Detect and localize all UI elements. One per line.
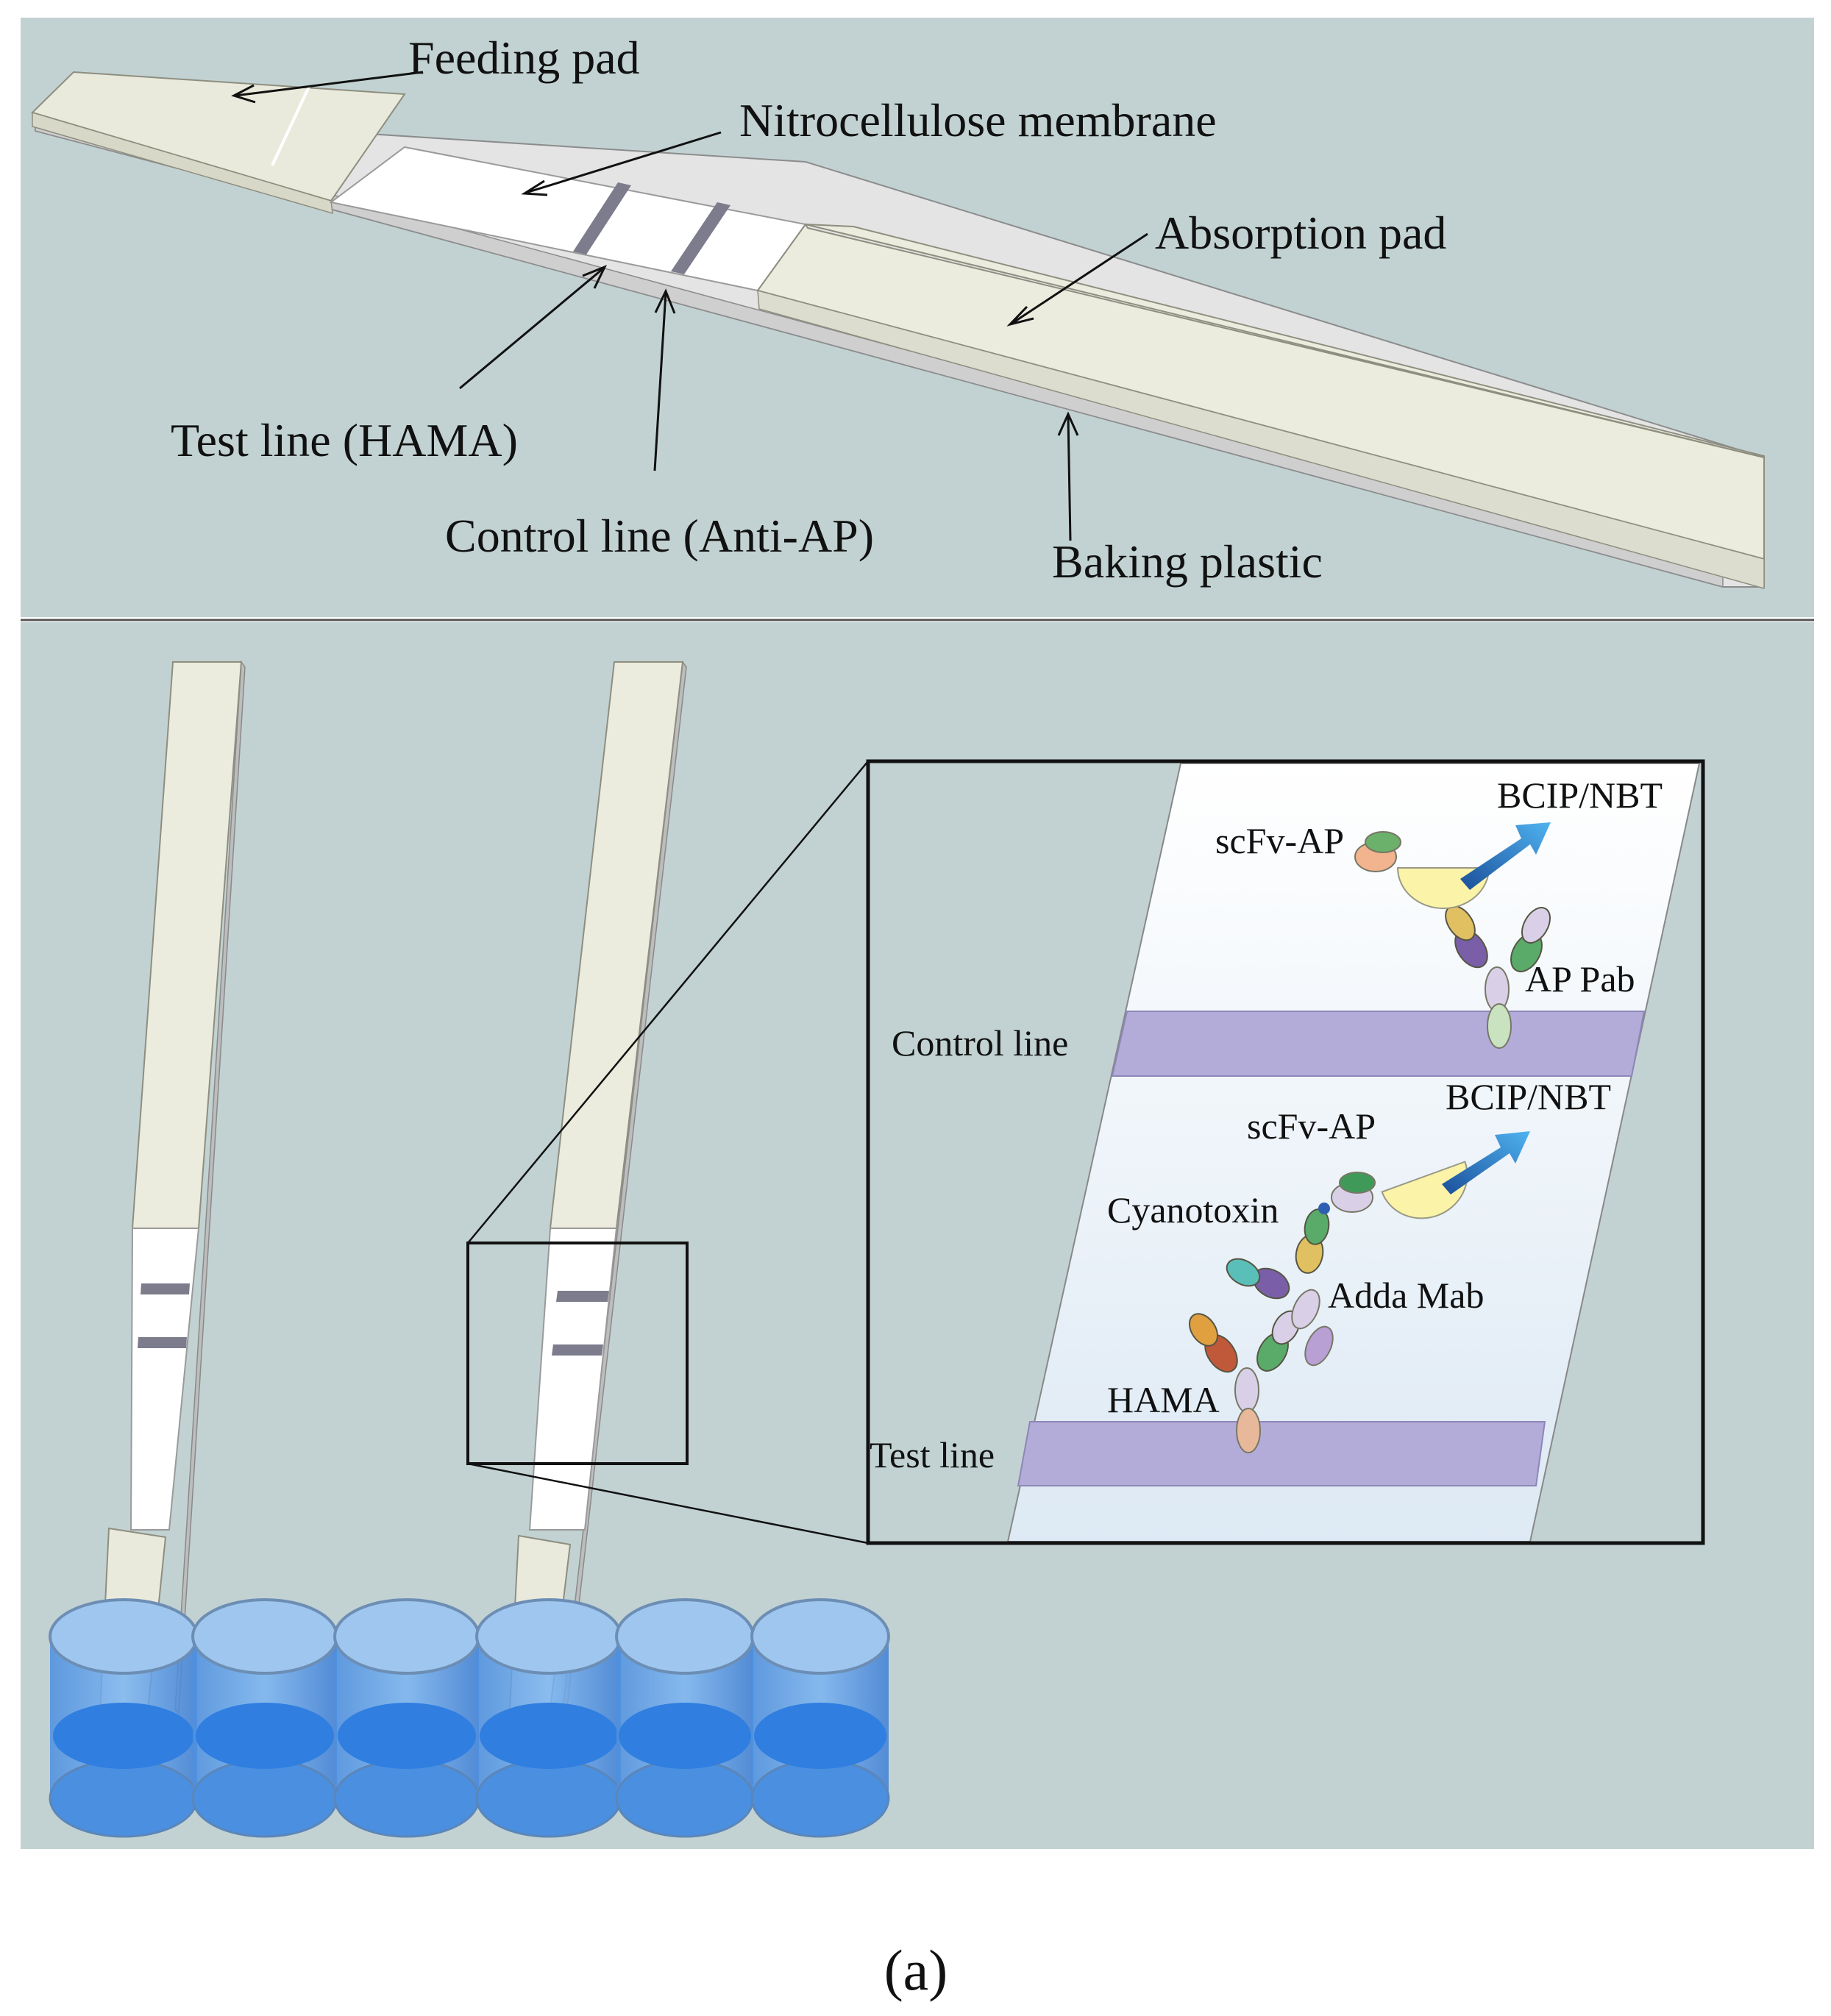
cup-3 <box>333 1598 480 1838</box>
bottom-panel: BCIP/NBT scFv-AP AP Pab Control line BCI… <box>21 622 1814 1849</box>
label-scfv-ap-bottom: scFv-AP <box>1247 1105 1376 1147</box>
label-test-line-inset: Test line <box>870 1434 995 1475</box>
absorption-pad-top <box>805 224 1765 459</box>
cup-4 <box>475 1598 622 1838</box>
left-strip-membrane <box>129 1228 200 1531</box>
right-strip-test-line <box>556 1291 609 1302</box>
label-bcip-nbt-bottom: BCIP/NBT <box>1446 1076 1611 1117</box>
cyanotoxin-molecule <box>1318 1203 1330 1214</box>
label-nitrocellulose-membrane: Nitrocellulose membrane <box>739 94 1217 146</box>
cup-6 <box>750 1598 890 1838</box>
absorption-pad <box>756 223 1765 560</box>
zoom-box <box>466 1242 689 1465</box>
label-baking-plastic: Baking plastic <box>1052 535 1323 588</box>
cup-2 <box>191 1598 338 1838</box>
scfv-ap-conjugate-top <box>1354 831 1490 909</box>
ap-pab-antibody <box>1445 905 1551 1049</box>
label-scfv-ap-top: scFv-AP <box>1215 820 1344 861</box>
inset-frame <box>866 759 1705 1545</box>
bcip-arrow-top <box>1460 822 1551 890</box>
feeding-pad-front <box>32 111 333 215</box>
label-hama: HAMA <box>1107 1379 1220 1420</box>
inset-test-band <box>1017 1421 1546 1486</box>
adda-mab-antibody <box>1226 1208 1334 1367</box>
label-test-line-hama: Test line (HAMA) <box>171 414 518 466</box>
right-strip-membrane <box>528 1228 618 1531</box>
sample-cups <box>49 1598 890 1838</box>
right-strip-control-line <box>552 1344 603 1356</box>
inset-detail: BCIP/NBT scFv-AP AP Pab Control line BCI… <box>866 759 1705 1545</box>
upper-complex <box>1354 822 1551 1049</box>
label-feeding-pad: Feeding pad <box>408 32 640 84</box>
zoom-line-top <box>467 761 869 1244</box>
label-control-line-anti-ap: Control line (Anti-AP) <box>445 510 874 562</box>
strip-test-line <box>573 182 631 254</box>
label-bcip-nbt-top: BCIP/NBT <box>1497 774 1663 816</box>
absorption-pad-front <box>757 290 1765 589</box>
lower-complex <box>1188 1131 1530 1453</box>
feeding-pad-seam <box>271 86 310 166</box>
zoom-line-bottom <box>467 1462 869 1545</box>
bcip-arrow-bottom <box>1442 1131 1530 1194</box>
label-control-line-inset: Control line <box>892 1022 1068 1064</box>
figure-caption: (a) <box>884 1938 948 2002</box>
left-strip-test-line <box>141 1283 190 1294</box>
cup-5 <box>615 1598 755 1838</box>
label-cyanotoxin: Cyanotoxin <box>1107 1189 1279 1230</box>
label-adda-mab: Adda Mab <box>1328 1275 1484 1316</box>
cup-1 <box>49 1598 199 1838</box>
top-panel: Feeding pad Nitrocellulose membrane Abso… <box>21 18 1814 617</box>
label-absorption-pad: Absorption pad <box>1155 207 1446 259</box>
strip-control-line <box>671 202 730 274</box>
inset-control-band <box>1111 1011 1646 1077</box>
left-strip-control-line <box>138 1337 187 1348</box>
top-leader-lines <box>231 71 1148 541</box>
label-ap-pab: AP Pab <box>1525 958 1635 1000</box>
